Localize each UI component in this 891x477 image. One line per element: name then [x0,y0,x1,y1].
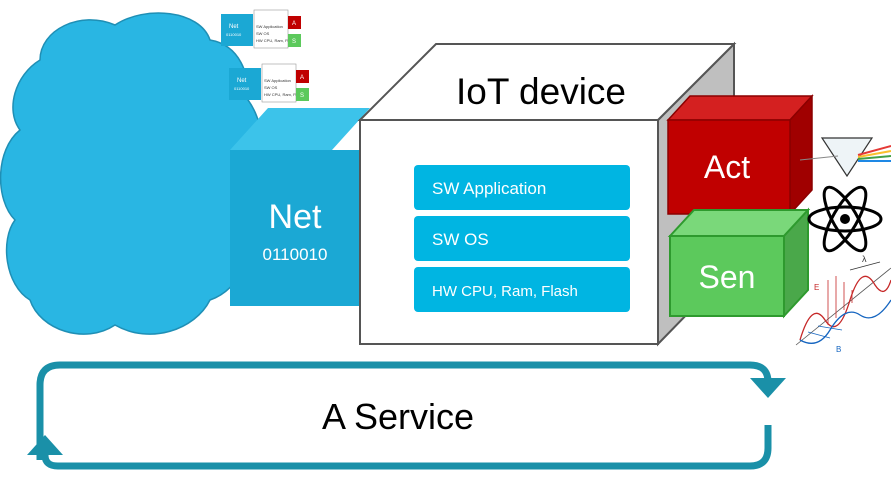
act-cube-top [666,95,814,121]
mini-layer: SW Application [264,78,291,83]
mini-net-bits: 0110010 [226,32,242,37]
atom-icon [807,185,883,253]
mini-net-label: Net [229,24,239,30]
net-cube-top [230,108,370,150]
net-cube-front [230,150,360,306]
net-cube: Net 0110010 [230,108,370,306]
act-cube-front [667,119,791,215]
mini-layer: HW CPU, Ram, Flash [256,38,295,43]
mini-net-box [221,14,253,46]
prism-icon [799,137,891,178]
mini-device-1: Net 0110010 SW Application SW OS HW CPU,… [221,9,301,49]
layer-sw-application [414,165,630,210]
mini-sen-box [296,88,309,101]
mini-act-label: A [292,21,296,27]
mini-sen-label: S [292,39,296,45]
actuator-cube: Act [666,94,814,216]
loop-arrowhead-left [27,435,63,455]
service-label: A Service [322,396,474,437]
mini-net-bits: 0110010 [234,86,250,91]
mini-net-box [229,68,261,100]
mini-device-body [261,63,297,103]
mini-layer: HW CPU, Ram, Flash [264,92,303,97]
sen-label: Sen [699,259,756,295]
service-loop-bottom [41,425,772,470]
mini-device-body [253,9,289,49]
act-label: Act [704,149,750,185]
e-field-label: E [814,283,819,292]
device-title: IoT device [456,71,626,112]
lambda-label: λ [862,254,867,264]
mini-sen-box [288,34,301,47]
service-loop-top [36,361,772,460]
loop-arrowhead-right [750,378,786,398]
mini-layer: SW OS [264,85,278,90]
net-label: Net [269,198,322,236]
layer-label: SW OS [432,230,489,249]
network-cloud [0,12,264,335]
layer-label: SW Application [432,179,546,198]
em-wave-icon: λ E B [795,254,891,354]
layer-sw-os [414,216,630,261]
mini-layer: SW OS [256,31,270,36]
mini-layer: SW Application [256,24,283,29]
b-field-label: B [836,345,841,354]
mini-act-box [288,16,301,29]
mini-device-2: Net 0110010 SW Application SW OS HW CPU,… [229,63,309,103]
sensor-cube: Sen [667,207,811,319]
sen-cube-front [669,235,785,317]
layer-label: HW CPU, Ram, Flash [432,283,578,300]
mini-sen-label: S [300,93,304,99]
mini-act-box [296,70,309,83]
service-loop: A Service [27,361,786,470]
mini-act-label: A [300,75,304,81]
layer-hw [414,267,630,312]
mini-net-label: Net [237,78,247,84]
net-bits: 0110010 [263,245,328,264]
